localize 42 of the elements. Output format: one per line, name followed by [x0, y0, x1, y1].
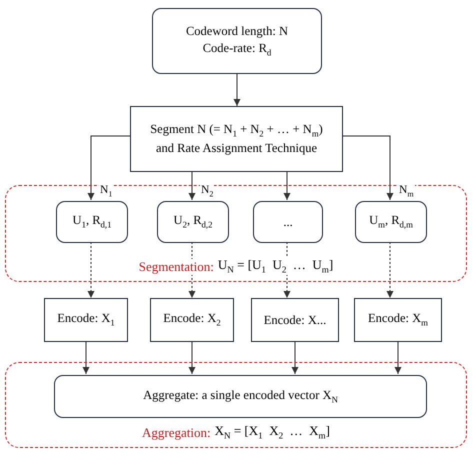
- arrow: [342, 136, 394, 200]
- dashed-group-box: [5, 185, 467, 282]
- rounded-box: [56, 201, 128, 243]
- rounded-box: [152, 8, 322, 74]
- node-text: Segment N (= N$_{1}$ + N$_{2}$ + … + N$_{m}$) and Rate Assignment Technique: [149, 120, 324, 158]
- process-box: [130, 106, 343, 172]
- process-box: [150, 298, 234, 342]
- node-text: Encode: X$_{1}$: [57, 310, 115, 330]
- arrow: [234, 74, 240, 106]
- formula-text: U$_{N}$ = [U$_{1}$ U$_{2}$ … U$_{m}$]: [218, 256, 334, 275]
- node-text: U$_{2}$, R$_{d,2}$: [174, 212, 212, 232]
- rounded-box: [54, 375, 427, 418]
- dashed-arrow: [386, 242, 394, 298]
- arrow: [188, 342, 196, 374]
- arrow: [292, 342, 298, 374]
- node-text: Code-rate: R$_{d}$: [202, 40, 272, 60]
- group-title: Segmentation:: [138, 259, 214, 275]
- group-title: Aggregation:: [142, 425, 211, 441]
- node-text: U$_{1}$, R$_{d,1}$: [72, 212, 112, 232]
- node-text: Codeword length: N: [186, 22, 288, 40]
- node-text: Encode: X...: [264, 312, 326, 328]
- arrow: [88, 136, 130, 200]
- node-text: Encode: X$_{m}$: [368, 310, 428, 330]
- dashed-group-box: [5, 362, 467, 448]
- dashed-arrow: [88, 242, 94, 298]
- node-text: Encode: X$_{2}$: [163, 310, 221, 330]
- edge-label: N$_{2}$: [200, 184, 214, 200]
- rounded-box: [157, 201, 229, 243]
- rounded-box: [253, 201, 323, 243]
- process-box: [44, 298, 128, 342]
- arrow: [394, 342, 402, 374]
- process-box: [251, 298, 339, 342]
- edge-label: N$_{m}$: [398, 184, 415, 200]
- rounded-box: [355, 201, 427, 243]
- node-text: U$_{m}$, R$_{d,m}$: [369, 212, 413, 232]
- arrow: [188, 172, 196, 200]
- arrow: [82, 342, 90, 374]
- node-text: Aggregate: a single encoded vector X$_{N}$: [143, 386, 338, 406]
- process-box: [354, 298, 442, 342]
- edge-label: N$_{1}$: [99, 184, 114, 200]
- arrow: [284, 172, 290, 200]
- node-text: ...: [283, 214, 293, 230]
